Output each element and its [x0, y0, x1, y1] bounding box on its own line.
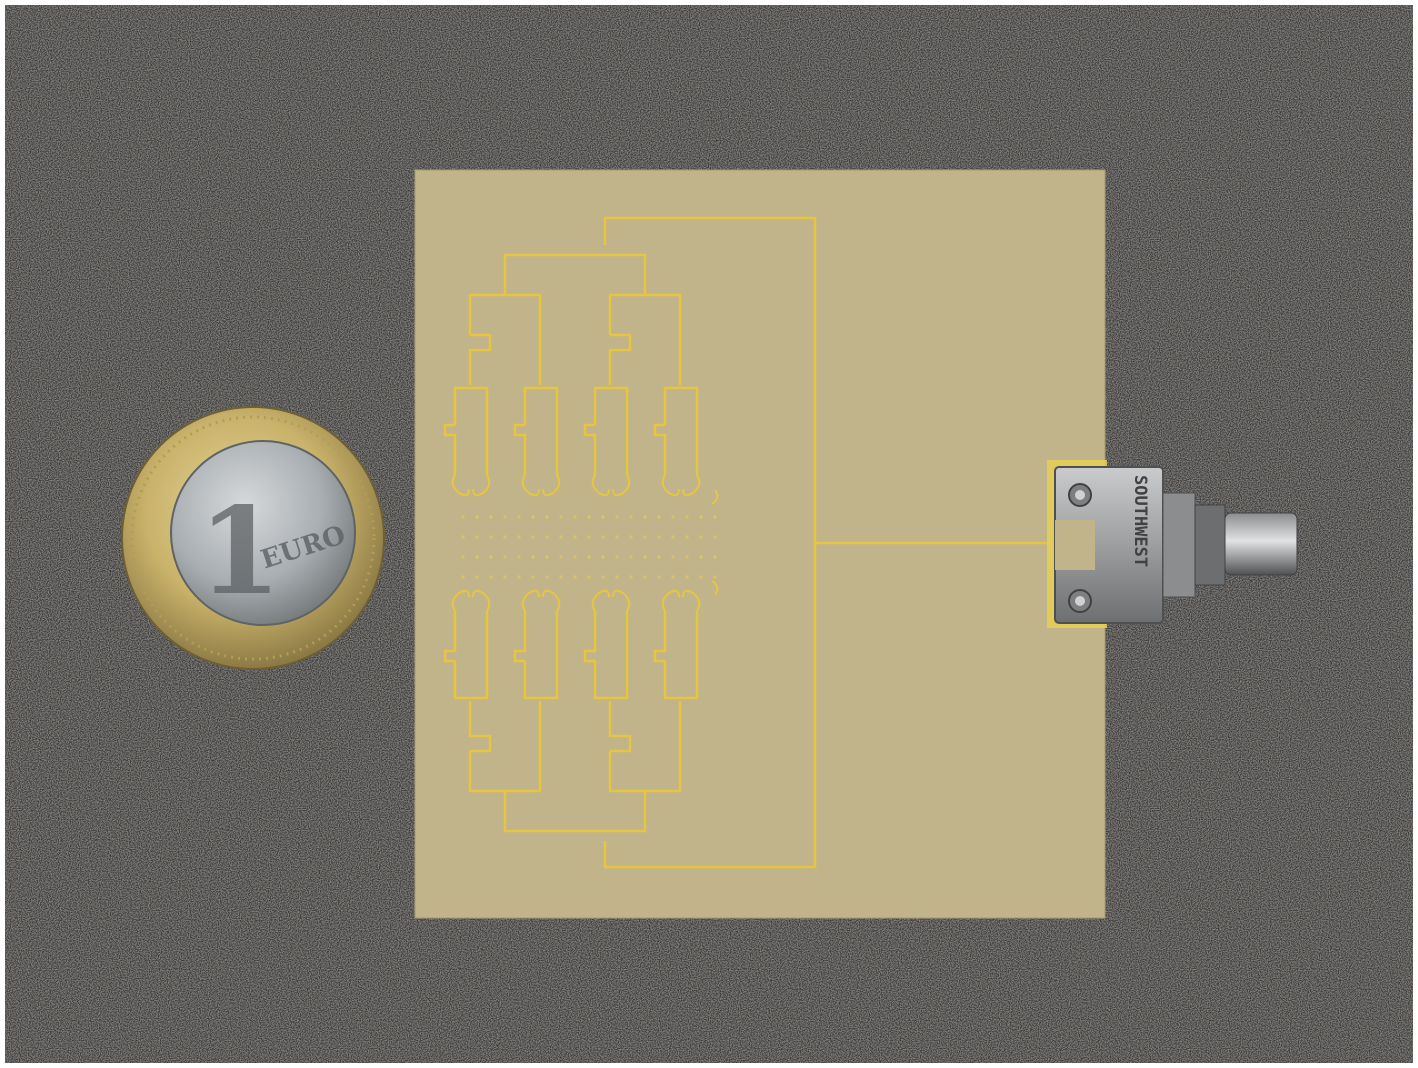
euro-coin: 1 EURO: [121, 406, 385, 670]
photo-frame: 1 EURO: [5, 5, 1413, 1063]
sma-connector: SOUTHWEST: [1047, 460, 1298, 628]
coin-denomination: 1: [198, 481, 282, 622]
spiral-elements: [451, 474, 719, 612]
connector-marking: SOUTHWEST: [1130, 475, 1150, 567]
via-rows: [461, 515, 717, 579]
photo-scene: 1 EURO: [5, 5, 1413, 1063]
feed-network-traces: [443, 216, 1050, 869]
